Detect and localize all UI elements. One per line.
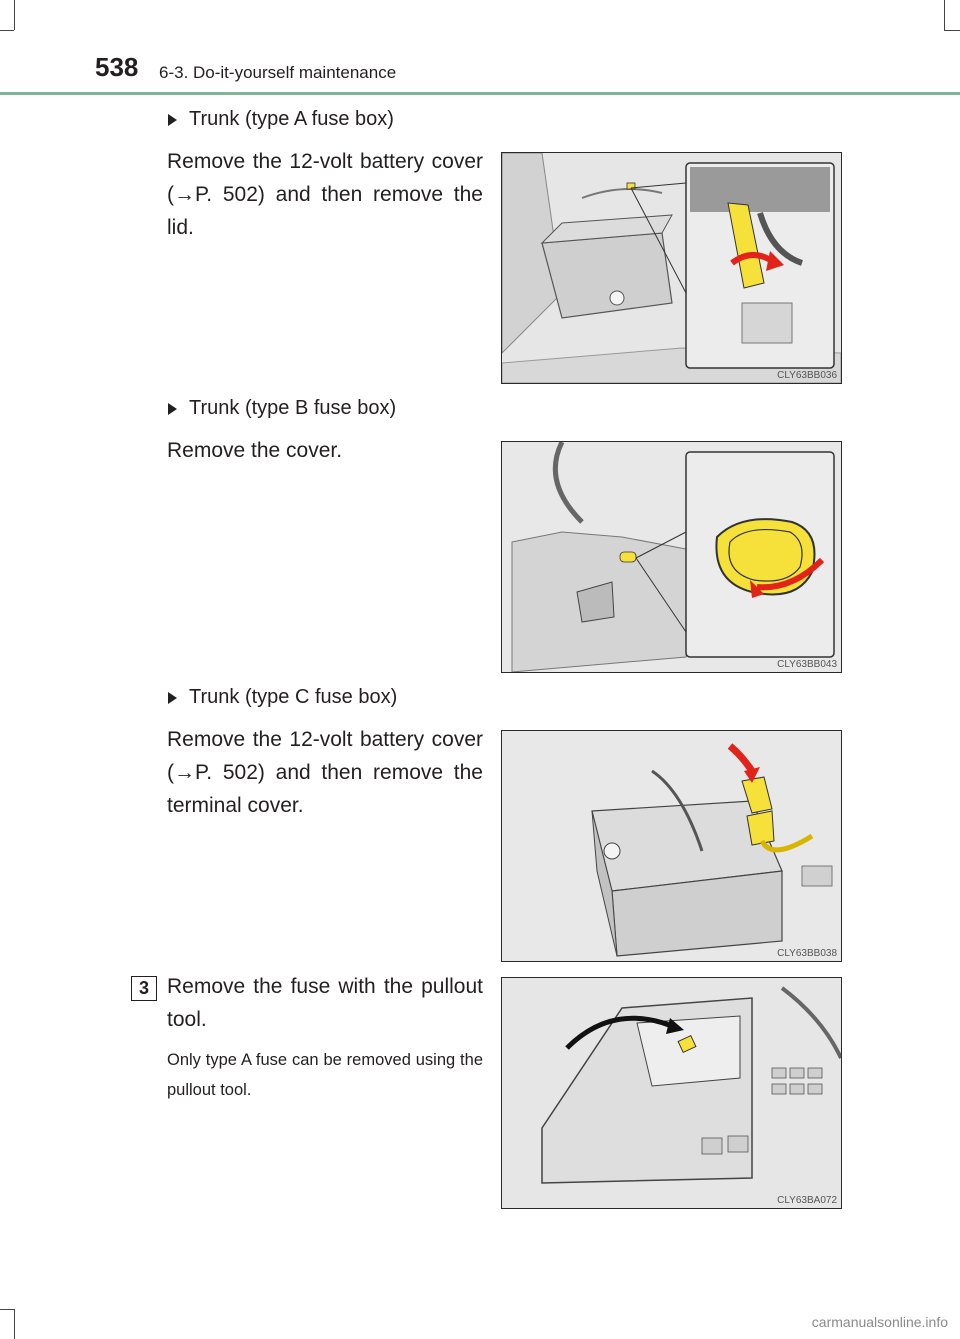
instruction-type-a: Remove the 12-volt battery cover (→P. 50… <box>167 150 483 239</box>
crop-mark-top-left-h <box>0 30 14 31</box>
instruction-type-b: Remove the cover. <box>167 439 343 462</box>
figure-type-b-fuse-box: CLY63BB043 <box>501 441 842 673</box>
step3-note: Only type A fuse can be removed using th… <box>167 1051 483 1099</box>
figure-code-pullout: CLY63BA072 <box>777 1195 837 1206</box>
figure-code-type-a: CLY63BB036 <box>777 370 837 381</box>
pullout-tool-illustration <box>502 978 841 1208</box>
crop-mark-top-left-v <box>14 0 15 30</box>
heading-type-b: Trunk (type B fuse box) <box>168 397 396 420</box>
heading-type-a: Trunk (type A fuse box) <box>168 108 394 131</box>
step-number-badge: 3 <box>131 976 157 1001</box>
heading-type-c: Trunk (type C fuse box) <box>168 686 397 709</box>
heading-type-c-label: Trunk (type C fuse box) <box>189 686 398 708</box>
section-title: 6-3. Do-it-yourself maintenance <box>159 63 397 82</box>
trunk-cover-illustration <box>502 442 841 672</box>
triangle-bullet-icon <box>168 113 177 126</box>
battery-lid-illustration <box>502 153 841 383</box>
step3-instruction: Remove the fuse with the pullout tool. <box>167 975 483 1031</box>
heading-type-b-label: Trunk (type B fuse box) <box>189 397 397 419</box>
figure-type-a-fuse-box: CLY63BB036 <box>501 152 842 384</box>
figure-code-type-c: CLY63BB038 <box>777 948 837 959</box>
figure-type-c-fuse-box: CLY63BB038 <box>501 730 842 962</box>
header-rule <box>0 92 960 95</box>
crop-mark-bottom-left-v <box>14 1309 15 1339</box>
footer-watermark: carmanualsonline.info <box>811 1314 948 1330</box>
triangle-bullet-icon <box>168 402 177 415</box>
figure-pullout-tool: CLY63BA072 <box>501 977 842 1209</box>
page-number: 538 <box>95 52 139 82</box>
heading-type-a-label: Trunk (type A fuse box) <box>189 108 394 130</box>
crop-mark-bottom-left-h <box>0 1309 14 1310</box>
instruction-type-c: Remove the 12-volt battery cover (→P. 50… <box>167 728 483 817</box>
battery-terminal-illustration <box>502 731 841 961</box>
figure-code-type-b: CLY63BB043 <box>777 659 837 670</box>
crop-mark-top-right-v <box>944 0 945 30</box>
crop-mark-top-right-h <box>944 30 960 31</box>
triangle-bullet-icon <box>168 691 177 704</box>
